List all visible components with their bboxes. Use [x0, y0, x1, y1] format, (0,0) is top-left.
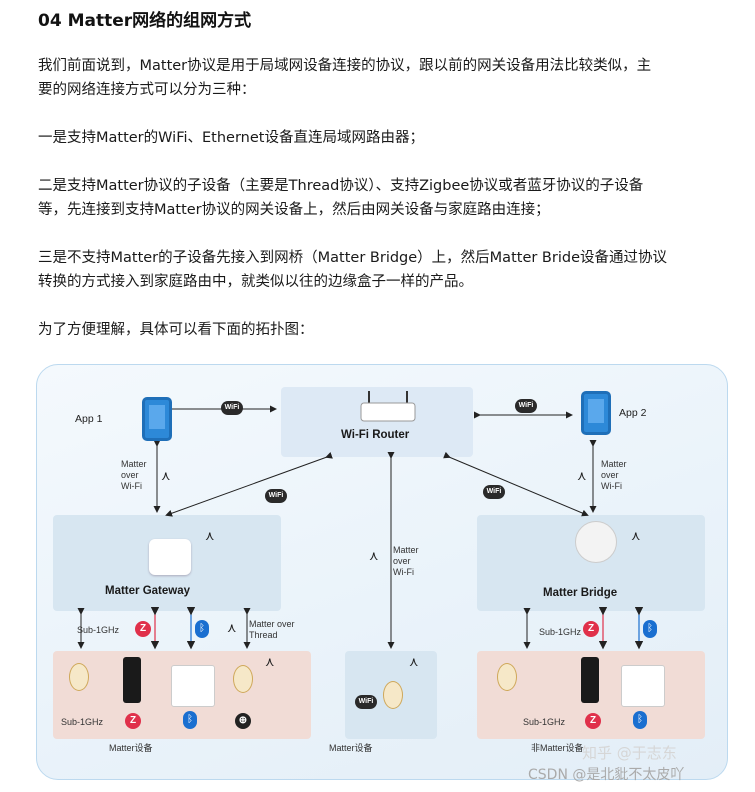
sub-1ghz-label: Sub-1GHz — [539, 627, 582, 637]
paragraph-one: 一是支持Matter的WiFi、Ethernet设备直连局域网路由器； — [38, 126, 728, 150]
wifi-icon: WiFi — [515, 399, 537, 413]
paragraph-line: 三是不支持Matter的子设备先接入到网桥（Matter Bridge）上，然后… — [38, 250, 667, 266]
matter-over-wifi-label: Matter over Wi-Fi — [601, 459, 627, 491]
matter-icon: ⋏ — [265, 655, 275, 670]
matter-icon: ⋏ — [205, 529, 215, 544]
paragraph-two: 二是支持Matter协议的子设备（主要是Thread协议）、支持Zigbee协议… — [38, 174, 728, 222]
bluetooth-icon: ᛒ — [195, 620, 209, 638]
light-bulb-icon — [383, 681, 403, 709]
matter-icon: ⋏ — [161, 469, 171, 484]
wifi-icon: WiFi — [355, 695, 377, 709]
matter-icon: ⋏ — [369, 549, 379, 564]
matter-icon: ⋏ — [577, 469, 587, 484]
sub-1ghz-label: Sub-1GHz — [523, 717, 566, 727]
matter-icon: ⋏ — [227, 621, 237, 636]
bridge-device-icon — [575, 521, 617, 563]
light-bulb-icon — [497, 663, 517, 691]
paragraph-three: 三是不支持Matter的子设备先接入到网桥（Matter Bridge）上，然后… — [38, 246, 728, 294]
router-icon — [360, 391, 416, 422]
bridge-label: Matter Bridge — [543, 587, 618, 599]
wifi-icon: WiFi — [265, 489, 287, 503]
matter-over-wifi-label: Matter over Wi-Fi — [121, 459, 147, 491]
matter-icon: ⋏ — [631, 529, 641, 544]
zigbee-icon: Z — [135, 621, 151, 637]
router-panel — [281, 387, 473, 457]
connection-arrows — [77, 405, 644, 650]
zigbee-icon: Z — [125, 713, 141, 729]
wifi-icon: WiFi — [483, 485, 505, 499]
app1-phone-icon — [142, 397, 172, 441]
csdn-watermark: CSDN @是北豼不太皮吖 — [528, 767, 685, 783]
paragraph-diagram-intro: 为了方便理解，具体可以看下面的拓扑图： — [38, 318, 728, 342]
thread-icon: ⊕ — [235, 713, 251, 729]
light-bulb-icon — [69, 663, 89, 691]
door-lock-icon — [581, 657, 599, 703]
mid-caption: Matter设备 — [329, 743, 373, 753]
paragraph-intro: 我们前面说到，Matter协议是用于局域网设备连接的协议，跟以前的网关设备用法比… — [38, 54, 728, 102]
app2-label: App 2 — [619, 407, 647, 419]
paragraph-line: 等，先连接到支持Matter协议的网关设备上，然后由网关设备与家庭路由连接； — [38, 202, 550, 218]
article-heading: 04 Matter网络的组网方式 — [38, 11, 252, 31]
zigbee-icon: Z — [583, 621, 599, 637]
gateway-device-icon — [149, 539, 191, 575]
right-caption: 非Matter设备 — [531, 743, 584, 753]
wall-switch-icon — [171, 665, 215, 707]
matter-over-wifi-label: Matter over Wi-Fi — [393, 545, 419, 577]
wall-switch-icon — [621, 665, 665, 707]
paragraph-line: 一是支持Matter的WiFi、Ethernet设备直连局域网路由器； — [38, 130, 424, 146]
paragraph-line: 二是支持Matter协议的子设备（主要是Thread协议）、支持Zigbee协议… — [38, 178, 644, 194]
sub-1ghz-label: Sub-1GHz — [61, 717, 104, 727]
matter-icon: ⋏ — [409, 655, 419, 670]
sub-1ghz-label: Sub-1GHz — [77, 625, 120, 635]
topology-diagram: App 1 WiFi Wi-Fi Router WiFi App 2 Matte… — [36, 364, 728, 780]
door-lock-icon — [123, 657, 141, 703]
bluetooth-icon: ᛒ — [183, 711, 197, 729]
left-caption: Matter设备 — [109, 743, 153, 753]
app2-phone-icon — [581, 391, 611, 435]
wifi-icon: WiFi — [221, 401, 243, 415]
zigbee-icon: Z — [585, 713, 601, 729]
router-label: Wi-Fi Router — [341, 429, 410, 441]
light-bulb-icon — [233, 665, 253, 693]
bluetooth-icon: ᛒ — [633, 711, 647, 729]
app1-label: App 1 — [75, 413, 103, 425]
paragraph-line: 要的网络连接方式可以分为三种： — [38, 82, 256, 98]
paragraph-line: 转换的方式接入到家庭路由中，就类似以往的边缘盒子一样的产品。 — [38, 274, 473, 290]
zhihu-watermark: 知乎 @于志东 — [582, 744, 677, 762]
gateway-label: Matter Gateway — [105, 585, 191, 597]
matter-over-thread-label: Matter over Thread — [249, 619, 295, 640]
paragraph-line: 为了方便理解，具体可以看下面的拓扑图： — [38, 322, 314, 338]
paragraph-line: 我们前面说到，Matter协议是用于局域网设备连接的协议，跟以前的网关设备用法比… — [38, 58, 652, 74]
bluetooth-icon: ᛒ — [643, 620, 657, 638]
